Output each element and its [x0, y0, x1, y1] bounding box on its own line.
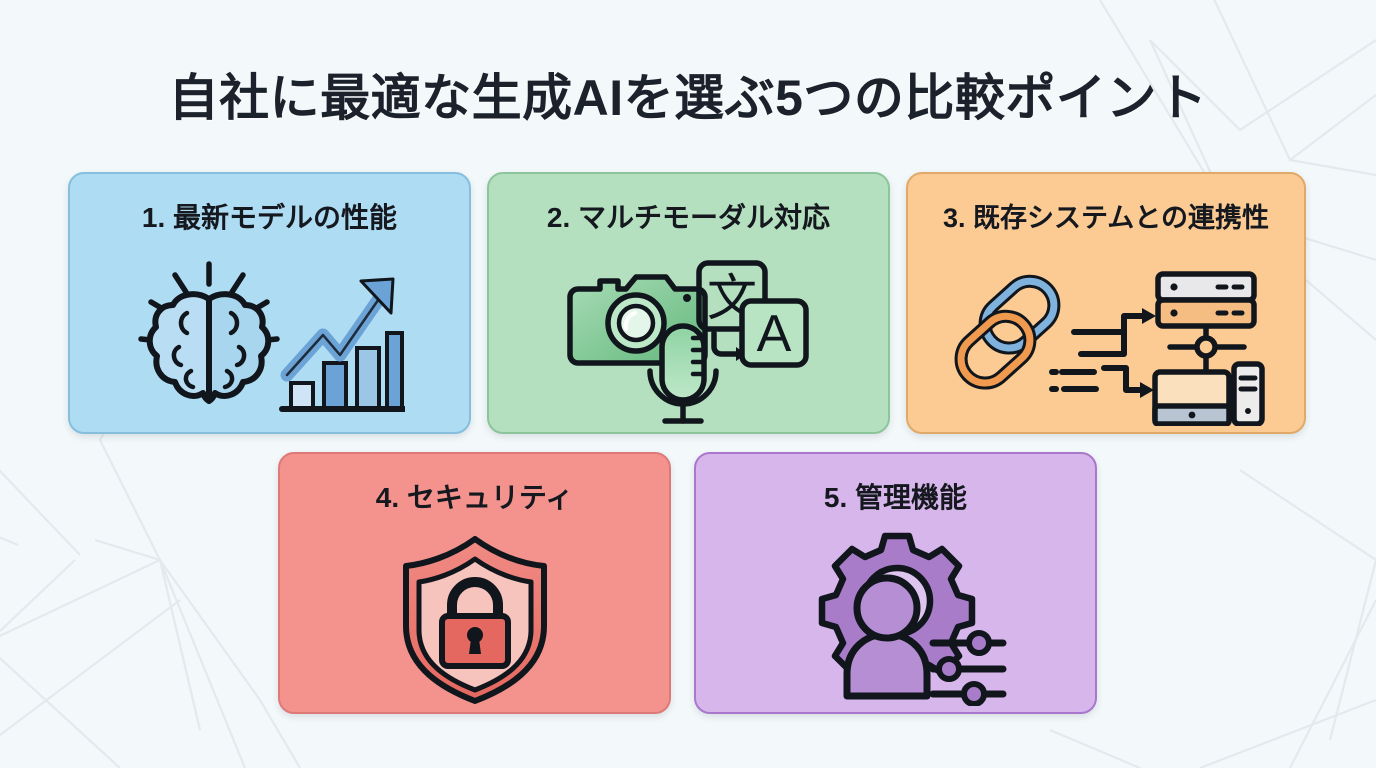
card-admin-features[interactable]: 5. 管理機能 — [694, 452, 1097, 714]
chain-link-server-computer-icon — [954, 271, 1265, 426]
card-latest-model-performance[interactable]: 1. 最新モデルの性能 — [68, 172, 471, 434]
card-1-icon-wrap — [70, 251, 469, 426]
card-3-title: 3. 既存システムとの連携性 — [943, 203, 1269, 233]
translate-icon: 文 A — [695, 260, 809, 368]
card-4-title: 4. セキュリティ — [375, 482, 574, 513]
page-title: 自社に最適な生成AIを選ぶ5つの比較ポイント — [168, 70, 1208, 126]
card-4-icon-wrap — [280, 531, 669, 706]
motion-lines — [1049, 329, 1127, 392]
bar-chart-icon — [278, 277, 405, 412]
card-2-title: 2. マルチモーダル対応 — [546, 202, 831, 233]
network-node-icon — [1167, 326, 1247, 372]
brain-growth-chart-icon — [137, 261, 405, 412]
flow-arrows — [1093, 313, 1149, 393]
translate-target-glyph: A — [756, 305, 791, 363]
user-gear-sliders-icon — [818, 532, 1006, 706]
camera-microphone-translate-icon: 文 A — [566, 260, 809, 424]
card-5-icon-wrap — [696, 526, 1095, 706]
desktop-computer-icon — [1152, 361, 1265, 426]
card-1-title: 1. 最新モデルの性能 — [141, 202, 398, 233]
card-5-title: 5. 管理機能 — [823, 482, 968, 513]
padlock-shackle — [446, 577, 503, 624]
user-icon — [843, 574, 930, 700]
microphone-icon — [646, 323, 719, 424]
sliders-icon — [929, 630, 1006, 706]
card-multimodal-support[interactable]: 2. マルチモーダル対応 — [487, 172, 890, 434]
shield-lock-icon — [402, 536, 547, 704]
card-2-icon-wrap: 文 A — [489, 251, 888, 426]
card-security[interactable]: 4. セキュリティ — [278, 452, 671, 714]
card-3-icon-wrap — [908, 256, 1304, 426]
card-system-integration[interactable]: 3. 既存システムとの連携性 — [906, 172, 1306, 434]
server-icon — [1155, 271, 1257, 329]
chain-link-icon — [954, 274, 1061, 390]
